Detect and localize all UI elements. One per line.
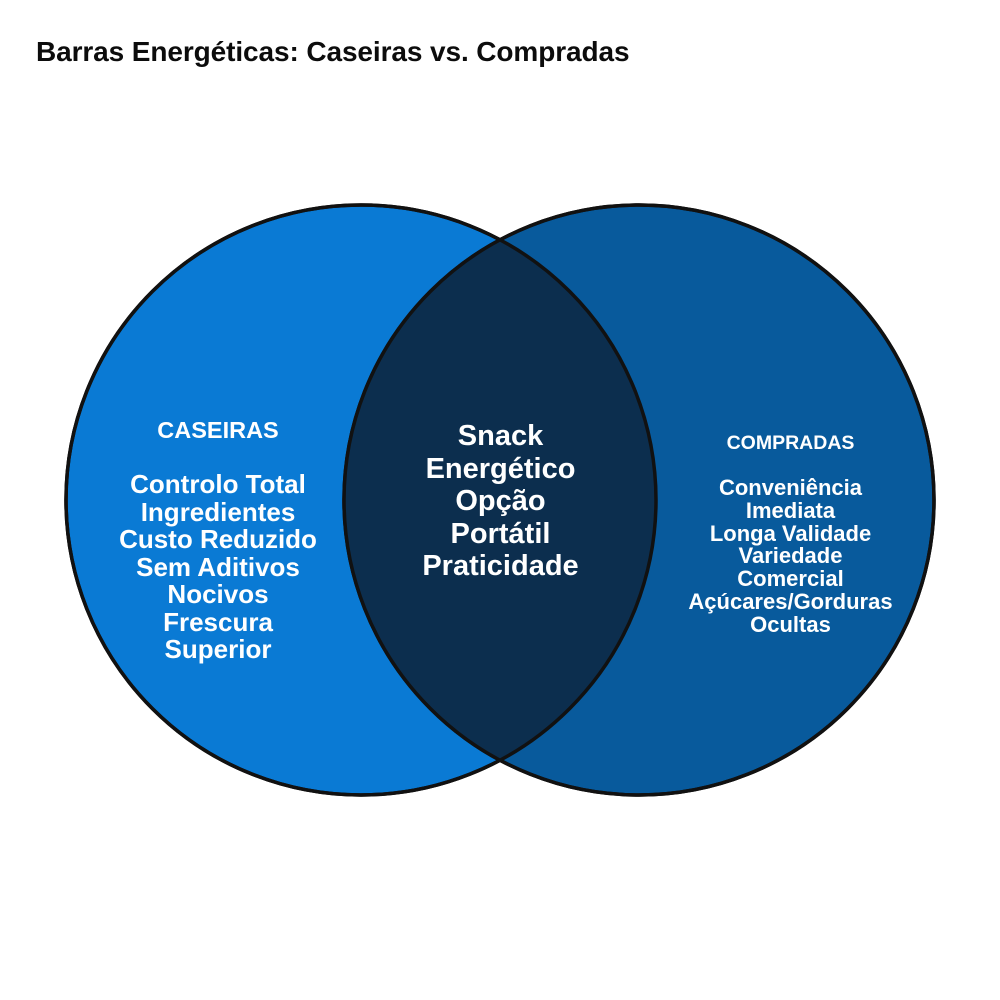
venn-circle-left-outline: [64, 203, 658, 797]
venn-intersection[interactable]: [344, 205, 934, 795]
venn-circle-right-outline: [342, 203, 936, 797]
page-title: Barras Energéticas: Caseiras vs. Comprad…: [36, 36, 630, 67]
